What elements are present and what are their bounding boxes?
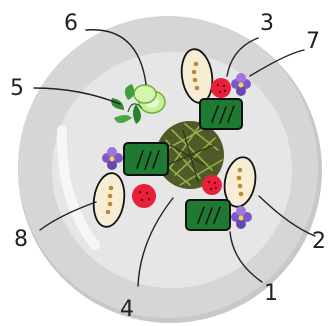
callout-label-8: 8 [14, 227, 28, 252]
callout-label-3: 3 [260, 11, 274, 36]
callout-label-6: 6 [64, 11, 78, 36]
callout-label-7: 7 [306, 29, 320, 54]
green-block-icon [186, 200, 230, 230]
callout-label-1: 1 [264, 281, 278, 306]
red-berry-icon [202, 175, 222, 195]
red-berry-icon [132, 184, 156, 208]
red-berry-icon [211, 78, 231, 98]
callout-label-2: 2 [312, 229, 326, 254]
callout-label-4: 4 [120, 297, 134, 322]
green-block-icon [124, 143, 168, 175]
cucumber-slice [134, 85, 156, 103]
callout-label-5: 5 [10, 76, 24, 101]
green-block-icon [200, 99, 242, 129]
